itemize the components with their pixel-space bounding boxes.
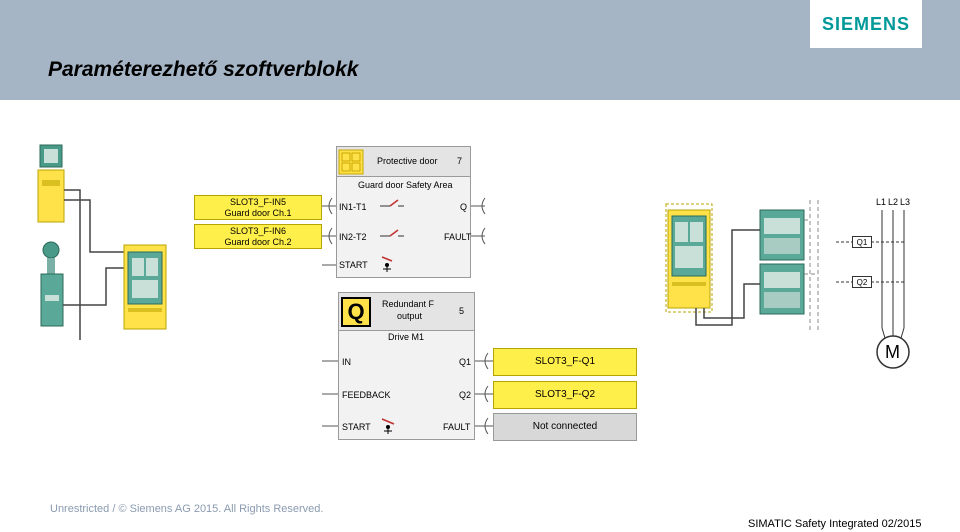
input-in1: IN1-T1 — [339, 202, 367, 212]
connection-label-q1-text: SLOT3_F-Q1 — [534, 356, 596, 367]
connection-label-in6[interactable]: SLOT3_F-IN6 Guard door Ch.2 — [194, 224, 322, 249]
start-person-icon — [381, 256, 393, 272]
footer-product: SIMATIC Safety Integrated 02/2015 — [748, 518, 922, 530]
header-bar — [0, 0, 960, 100]
input-in2: IN2-T2 — [339, 232, 367, 242]
phase-l1: L1 — [876, 197, 887, 207]
contactor-q1-text: Q1 — [856, 238, 868, 247]
input-start: START — [339, 260, 368, 270]
upper-block-connectors — [322, 197, 486, 272]
connection-label-in5-line1: SLOT3_F-IN5 — [229, 197, 287, 207]
output-fault: FAULT — [444, 232, 472, 242]
input-in: IN — [342, 357, 351, 367]
connection-label-q1[interactable]: SLOT3_F-Q1 — [493, 348, 637, 376]
motor-label: M — [885, 342, 900, 362]
phase-l2: L2 — [888, 197, 899, 207]
page-title: Paraméterezhető szoftverblokk — [48, 58, 359, 81]
contactor-q1-label: Q1 — [852, 236, 872, 248]
contact-icon — [380, 199, 404, 207]
safety-module-icon — [667, 209, 711, 309]
phase-l3: L3 — [900, 197, 911, 207]
logo-text: SIEMENS — [821, 14, 911, 34]
siemens-logo: SIEMENS — [810, 0, 922, 48]
hardware-right-illustration — [665, 200, 910, 369]
block-name: Protective door — [377, 156, 438, 166]
contactor-q2-text: Q2 — [856, 278, 868, 287]
block-subtitle: Guard door Safety Area — [358, 180, 453, 190]
contactor-q2-label: Q2 — [852, 276, 872, 288]
connection-label-in5-line2: Guard door Ch.1 — [224, 208, 292, 218]
q-icon: Q — [341, 297, 371, 327]
output-q1: Q1 — [459, 357, 472, 367]
contactor-icon — [759, 263, 805, 315]
connection-label-q2-text: SLOT3_F-Q2 — [534, 389, 596, 400]
block-number: 5 — [459, 306, 465, 316]
block-number: 7 — [457, 156, 463, 166]
input-feedback: FEEDBACK — [342, 390, 391, 400]
block-name-line1: Redundant F — [382, 299, 435, 309]
connection-label-in5[interactable]: SLOT3_F-IN5 Guard door Ch.1 — [194, 195, 322, 220]
safety-module-icon — [123, 244, 167, 330]
motor-icon — [876, 335, 910, 369]
input-start: START — [342, 422, 371, 432]
block-subtitle: Drive M1 — [388, 332, 425, 342]
contact-icon — [380, 229, 404, 237]
output-q2: Q2 — [459, 390, 472, 400]
output-q: Q — [460, 202, 468, 212]
connection-label-fault-text: Not connected — [532, 421, 598, 432]
hardware-left-illustration — [37, 144, 167, 340]
output-fault: FAULT — [443, 422, 471, 432]
connection-label-in6-line2: Guard door Ch.2 — [224, 237, 292, 247]
lower-block-connectors — [322, 352, 495, 435]
connection-label-fault[interactable]: Not connected — [493, 413, 637, 441]
block-name-line2: output — [397, 311, 423, 321]
start-person-icon — [381, 418, 395, 434]
door-switch-icon — [37, 144, 65, 223]
q-icon-letter: Q — [347, 299, 365, 324]
position-switch-icon — [40, 241, 64, 327]
connection-label-in6-line1: SLOT3_F-IN6 — [229, 226, 287, 236]
door-icon — [338, 149, 364, 175]
contactor-icon — [759, 209, 805, 261]
footer-copyright: Unrestricted / © Siemens AG 2015. All Ri… — [50, 503, 324, 515]
connection-label-q2[interactable]: SLOT3_F-Q2 — [493, 381, 637, 409]
